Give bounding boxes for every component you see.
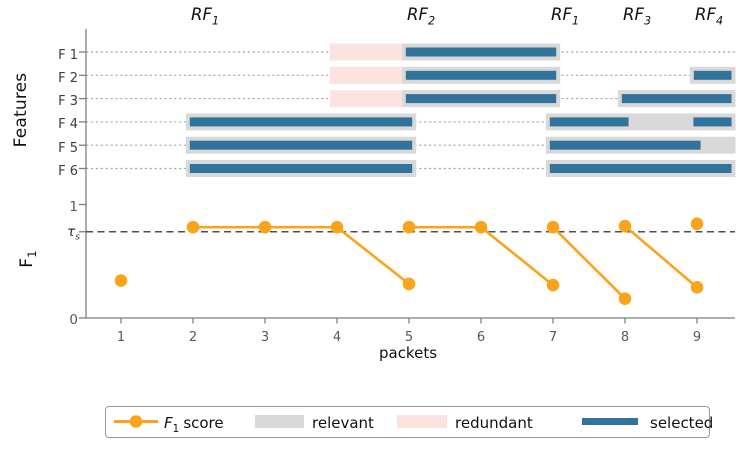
redundant-bar — [329, 43, 402, 61]
f1-score-point — [690, 217, 704, 231]
f1-axis-label-sub: 1 — [25, 250, 40, 258]
threshold-label-tau: τ — [67, 224, 76, 240]
f1-score-point — [618, 292, 632, 306]
selected-bar — [549, 164, 732, 173]
f1-score-point — [402, 277, 416, 291]
features-axis-label: Features — [11, 73, 31, 148]
legend-label-selected: selected — [650, 414, 714, 432]
f1-score-point — [114, 274, 128, 287]
packets-axis-label: packets — [379, 344, 437, 362]
f1-score-point — [474, 220, 488, 234]
threshold-tick-label: τs — [34, 224, 80, 243]
selected-bar — [189, 164, 413, 173]
legend-f1-rest: score — [183, 414, 224, 432]
f1-score-point — [330, 220, 344, 234]
f1-score-point — [258, 220, 272, 234]
f1-score-point — [618, 219, 632, 233]
f1-score-line — [551, 225, 627, 301]
features-axis-label-text: Features — [11, 72, 31, 148]
packets-axis-label-text: packets — [378, 344, 438, 362]
f1-score-point — [186, 220, 200, 234]
redundant-bar — [329, 66, 402, 84]
f1-score-line — [407, 225, 555, 287]
redundant-bar — [329, 90, 402, 108]
f1-score-marker-icon — [129, 415, 143, 428]
threshold-label-sub: s — [75, 231, 80, 243]
legend-label-redundant: redundant — [455, 414, 533, 432]
legend-f1-sub: 1 — [172, 424, 180, 435]
redundant-swatch — [397, 415, 447, 428]
selected-bar — [189, 117, 413, 127]
selected-bar — [405, 94, 557, 104]
selected-bar — [693, 70, 732, 80]
f1-score-point — [690, 281, 704, 294]
f1-axis-label-text: F — [16, 257, 37, 268]
selected-bar — [189, 140, 413, 150]
f1-axis-label: F1 — [17, 250, 39, 268]
selected-swatch — [582, 418, 638, 425]
selected-bar — [549, 140, 701, 150]
selected-bar — [405, 47, 557, 57]
f1-score-line — [623, 224, 699, 289]
legend-label-relevant: relevant — [312, 414, 374, 432]
f1-score-point — [402, 220, 416, 234]
legend-swatches — [114, 415, 638, 428]
selected-bar — [405, 70, 557, 80]
f1-score-point — [546, 278, 560, 292]
f1-score-point — [546, 220, 560, 234]
selected-bar — [693, 117, 732, 127]
legend-f1-main: F — [164, 414, 173, 432]
relevant-swatch — [255, 415, 304, 428]
selected-bar — [549, 117, 629, 127]
selected-bar — [621, 94, 732, 104]
f1-score-line — [191, 225, 411, 286]
